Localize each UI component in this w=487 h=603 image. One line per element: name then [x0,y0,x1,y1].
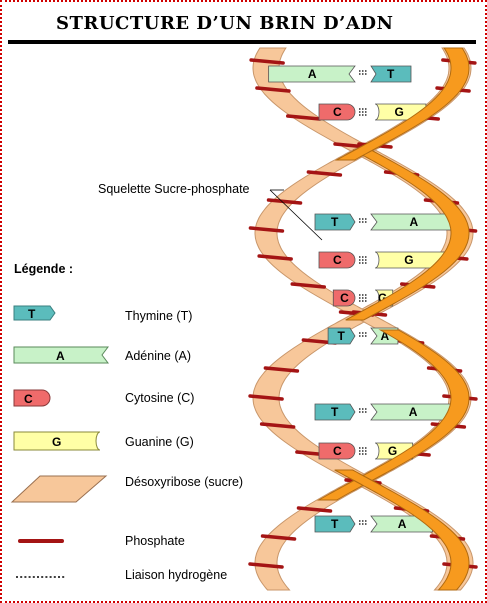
title-bar: STRUCTURE D’UN BRIN D’ADN [8,6,478,42]
legend-title: Légende : [14,262,74,276]
base-left-letter: C [333,105,342,119]
title-underline [8,40,476,44]
phosphate-mark [260,534,297,541]
base-right [370,213,457,231]
base-left [318,442,356,460]
base-right-letter: T [387,67,395,81]
base-left-letter: T [331,215,339,229]
phosphate-mark [255,86,291,93]
phosphate-mark [290,282,326,289]
base-left [268,65,356,83]
backbone-strand [334,47,470,161]
legend-adenine-label: Adénine (A) [125,349,192,363]
annotation-leader-line [269,189,323,241]
phosphate-mark [296,506,333,513]
backbone-strand [345,149,470,321]
legend-guanine-letter: G [52,435,61,449]
phosphate-mark [266,198,303,205]
legend-sugar-label: Désoxyribose (sucre) [125,475,244,489]
base-left [318,251,356,269]
base-right-letter: G [378,291,387,305]
base-left [327,327,356,345]
legend-hbond-label: Liaison hydrogène [125,568,228,582]
phosphate-mark [248,226,285,233]
base-right-letter: A [398,517,407,531]
base-left-letter: T [338,329,346,343]
base-left-letter: T [331,517,339,531]
legend-cytosine-swatch: C [13,389,51,407]
base-left [332,289,356,307]
legend-thymine-label: Thymine (T) [125,309,193,323]
legend-thymine-swatch: T [13,305,56,321]
legend-adenine-swatch: A [13,346,109,364]
page-title: STRUCTURE D’UN BRIN D’ADN [56,13,394,34]
base-left [314,213,356,231]
base-right-letter: G [394,105,403,119]
base-left-letter: T [331,405,339,419]
phosphate-mark [249,58,285,65]
legend-guanine-label: Guanine (G) [125,435,194,449]
base-right-letter: A [380,329,389,343]
backbone-strand [316,329,470,501]
base-left [314,403,356,421]
base-right-letter: G [404,253,413,267]
base-right [370,403,455,421]
legend-thymine-letter: T [28,307,36,321]
base-left-letter: C [333,253,342,267]
base-left [318,103,356,121]
legend-cytosine-letter: C [24,392,33,406]
legend-adenine-letter: A [56,349,65,363]
base-right-letter: A [409,215,418,229]
base-right [370,65,412,83]
legend-sugar-swatch [10,475,108,503]
legend-guanine-swatch: G [13,431,101,451]
base-left-letter: A [308,67,317,81]
legend-phosphate-label: Phosphate [125,534,185,548]
backbone-strand [334,469,470,591]
base-right-letter: G [388,444,397,458]
phosphate-mark [248,394,284,401]
phosphate-mark [248,562,284,569]
base-right [374,251,446,269]
strand-front [316,47,470,591]
base-right-letter: A [409,405,418,419]
phosphate-mark [263,366,300,373]
base-left-letter: C [333,444,342,458]
phosphate-mark [306,170,343,177]
backbone-annotation: Squelette Sucre-phosphate [98,182,250,196]
phosphate-mark [286,114,322,121]
base-left [314,515,356,533]
phosphate-mark [257,254,293,261]
base-left-letter: C [340,291,349,305]
phosphate-mark [259,422,296,429]
legend-cytosine-label: Cytosine (C) [125,391,195,405]
